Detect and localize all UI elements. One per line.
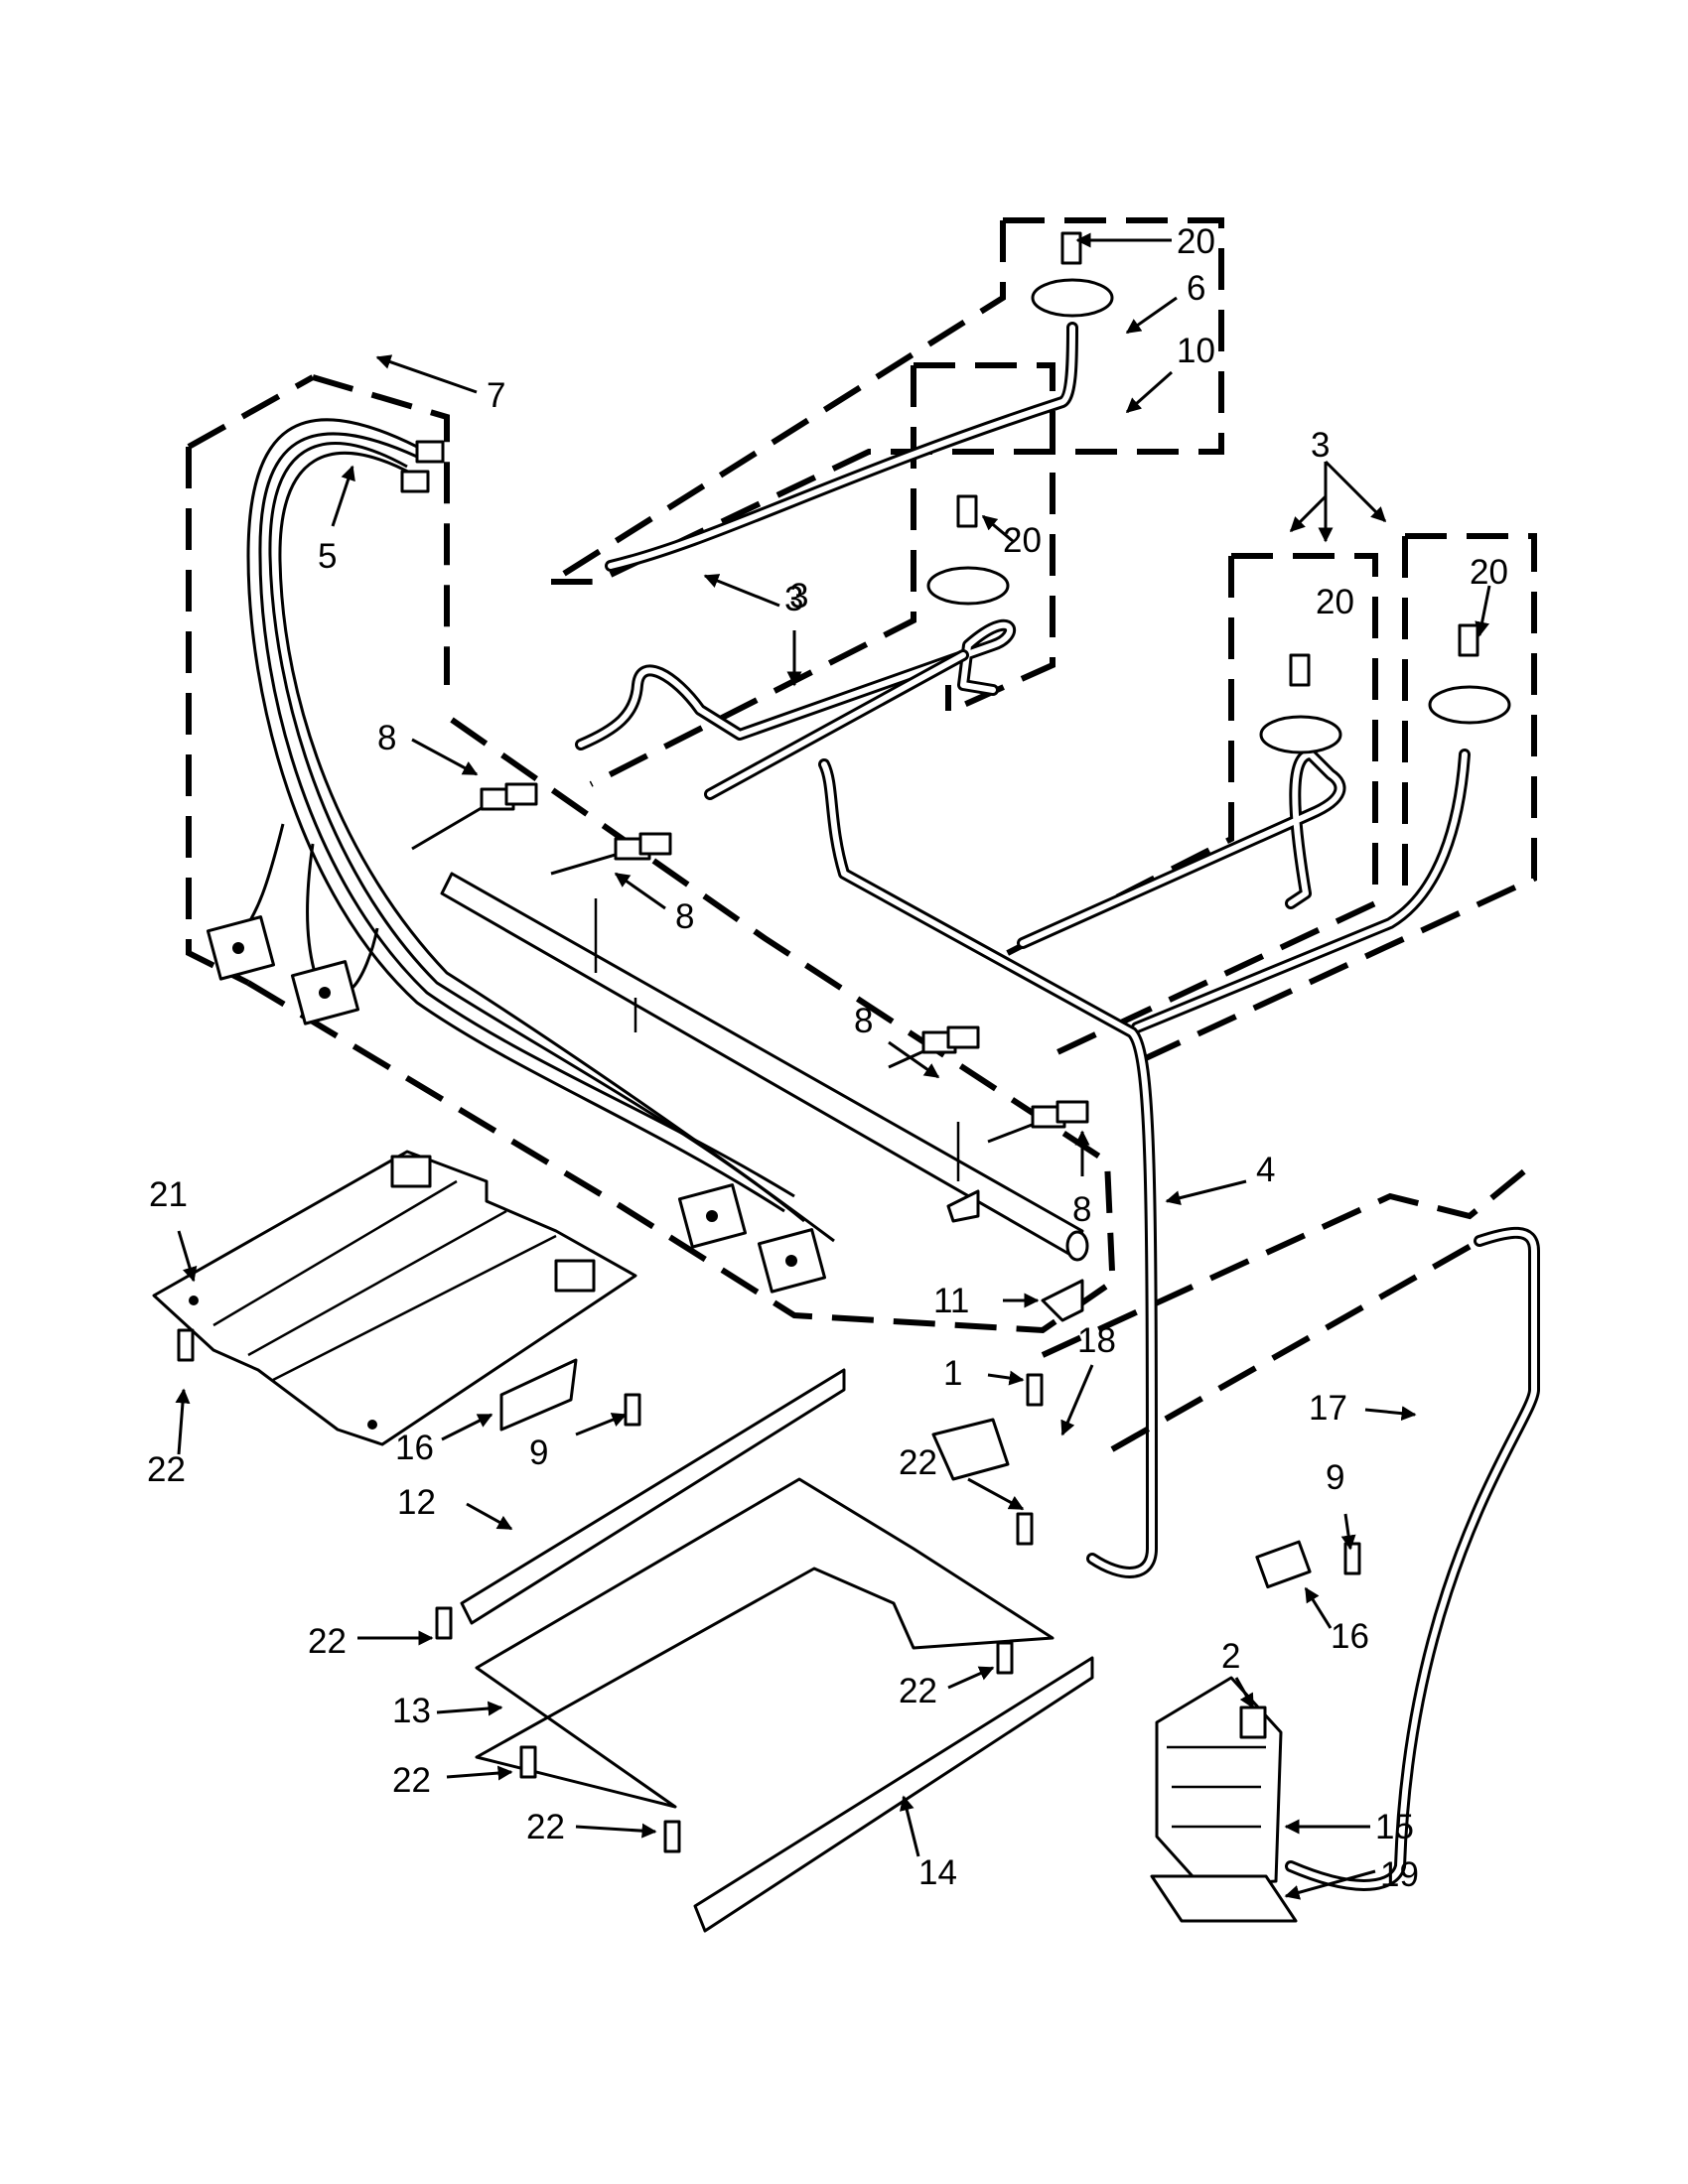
callout-9-right: 9 — [1326, 1458, 1344, 1497]
callout-14: 14 — [918, 1853, 957, 1892]
screws — [177, 1328, 1361, 1853]
burner-tubes — [575, 322, 1540, 1891]
callout-3-right: 3 — [1311, 426, 1330, 465]
callout-8-lower-right: 8 — [1072, 1190, 1091, 1229]
callout-4: 4 — [1256, 1151, 1275, 1189]
lower-assembly — [152, 1150, 1312, 1933]
callout-3-left: 3 — [784, 580, 803, 618]
callout-10: 10 — [1177, 332, 1215, 370]
callout-22-left-middle: 22 — [308, 1622, 347, 1661]
callout-13: 13 — [392, 1692, 431, 1730]
callout-2: 2 — [1221, 1637, 1240, 1676]
callout-8-lower-left: 8 — [854, 1002, 873, 1040]
callout-3-middle: 3 — [789, 577, 808, 615]
callout-labels: 20 6 10 7 5 3 3 20 3 20 20 8 8 8 8 4 21 … — [147, 222, 1508, 1894]
callout-15: 15 — [1375, 1808, 1414, 1846]
callout-22-left-lower: 22 — [392, 1761, 431, 1800]
callout-18: 18 — [1077, 1321, 1116, 1360]
callout-8-upper-middle: 8 — [675, 897, 694, 936]
callout-1: 1 — [943, 1354, 962, 1393]
harness-connectors — [400, 440, 445, 493]
callout-7: 7 — [487, 376, 505, 415]
callout-21: 21 — [149, 1175, 188, 1214]
leader-lines — [175, 232, 1491, 1900]
callout-19: 19 — [1380, 1855, 1419, 1894]
igniter-brackets — [206, 915, 827, 1294]
callout-22-left-top: 22 — [147, 1450, 186, 1489]
callout-12: 12 — [397, 1483, 436, 1522]
callout-22-center-upper: 22 — [899, 1443, 937, 1482]
surface-burner-caps — [926, 231, 1511, 754]
manifold-assembly — [411, 782, 1089, 1322]
callout-20-top: 20 — [1177, 222, 1215, 261]
callout-20-right-rear: 20 — [1316, 583, 1354, 621]
gas-line-dashed — [1110, 1238, 1481, 1452]
callout-9-left: 9 — [529, 1433, 548, 1472]
callout-20-right-front: 20 — [1470, 553, 1508, 592]
wire-harness — [236, 418, 835, 1243]
callout-16-right: 16 — [1331, 1617, 1369, 1656]
callout-5: 5 — [318, 537, 337, 576]
callout-17: 17 — [1309, 1389, 1347, 1428]
callout-8-upper-left: 8 — [377, 719, 396, 757]
callout-11: 11 — [933, 1282, 969, 1320]
callout-22-center-lower: 22 — [899, 1672, 937, 1710]
callout-16-left: 16 — [395, 1429, 434, 1467]
callout-22-bottom: 22 — [526, 1808, 565, 1846]
callout-20-center: 20 — [1003, 521, 1042, 560]
callout-6: 6 — [1187, 269, 1205, 308]
